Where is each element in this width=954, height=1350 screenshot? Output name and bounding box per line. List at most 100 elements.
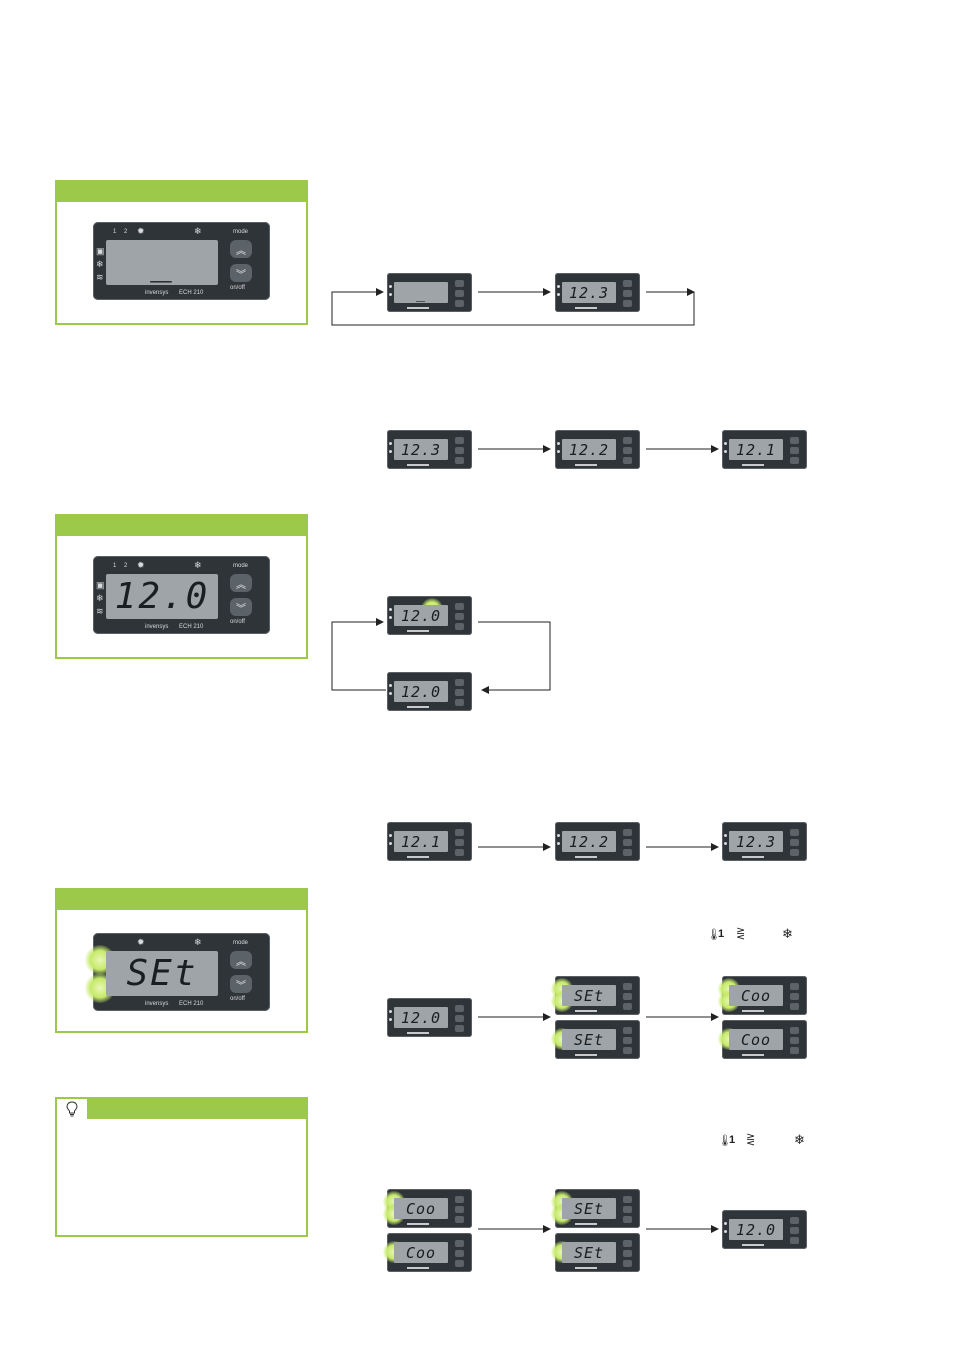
mini-controller: Coo: [718, 1020, 807, 1059]
sun-icon: ✹: [137, 560, 145, 570]
mini-led: [389, 442, 392, 445]
indicator-1: 1: [113, 229, 117, 235]
mini-brand: [575, 1267, 597, 1269]
mini-lcd: Coo: [729, 985, 783, 1006]
mode-label: mode: [233, 563, 249, 569]
mini-lcd: 12.3: [394, 439, 448, 460]
mini-key: [790, 1237, 799, 1244]
mini-lcd: Coo: [729, 1029, 783, 1050]
snowflake-icon: ❄: [194, 226, 202, 236]
mini-key: [455, 689, 464, 696]
mini-key: [790, 1027, 799, 1034]
controller-face: 1 2 ✹ ❄ ▣ ❄ ≋ _ mode ︽ ︾ on/off invensys…: [93, 222, 270, 300]
panel-display-set-menu: ✹ ❄ SEt mode ︽ ︾ on/off invensys ECH 210: [55, 888, 308, 1033]
mini-brand: [575, 1054, 597, 1056]
indicator-1: 1: [113, 563, 117, 569]
tip-icon-box: [57, 1099, 89, 1119]
mini-brand: [742, 464, 764, 466]
mini-brand: [407, 856, 429, 858]
mini-lcd-digits: Coo: [740, 1030, 772, 1049]
mini-key: [790, 829, 799, 836]
mini-key: [455, 1196, 464, 1203]
sun-icon: ✹: [137, 226, 145, 236]
mini-key: [623, 1206, 632, 1213]
lcd-digits: SEt: [126, 953, 198, 994]
mini-lcd: SEt: [562, 1198, 616, 1219]
mini-controller: 12.2: [555, 430, 640, 469]
mode-label: mode: [233, 940, 249, 946]
mini-lcd: 12.3: [729, 831, 783, 852]
mini-led: [389, 450, 392, 453]
lcd-digits: 12.0: [114, 576, 210, 617]
mini-key: [623, 983, 632, 990]
mini-key: [623, 829, 632, 836]
mini-key: [623, 280, 632, 287]
mini-lcd-digits: 12.3: [568, 283, 610, 302]
thermometer-icon: 🌡︎: [707, 929, 721, 941]
mini-key: [623, 1003, 632, 1010]
snowflake-icon: ❄: [194, 560, 202, 570]
mini-controller: Coo: [383, 1189, 472, 1228]
mini-key: [623, 1196, 632, 1203]
indicator-2: 2: [124, 563, 128, 569]
mini-brand: [575, 1010, 597, 1012]
mini-led: [724, 442, 727, 445]
controller-face: ✹ ❄ SEt mode ︽ ︾ on/off invensys ECH 210: [85, 933, 270, 1011]
mini-controller: 12.0: [387, 998, 472, 1037]
mini-brand: [407, 706, 429, 708]
down-button[interactable]: ︾: [230, 598, 252, 616]
brand-logo: invensys: [145, 290, 169, 296]
mini-key: [623, 1240, 632, 1247]
mini-brand: [575, 307, 597, 309]
mini-key: [623, 437, 632, 444]
mini-controller: SEt: [551, 976, 640, 1015]
mini-brand: [742, 856, 764, 858]
lcd-screen: SEt: [106, 951, 218, 996]
mini-lcd: 12.0: [394, 1007, 448, 1028]
up-button[interactable]: ︽: [230, 951, 252, 969]
mini-led: [557, 285, 560, 288]
mini-key: [623, 1250, 632, 1257]
up-button[interactable]: ︽: [230, 240, 252, 258]
mini-brand: [407, 1223, 429, 1225]
mini-key: [623, 1047, 632, 1054]
mini-key: [455, 1250, 464, 1257]
down-button[interactable]: ︾: [230, 264, 252, 282]
heat-icon: ≋: [96, 606, 104, 616]
mini-controller: 12.0: [722, 1210, 807, 1249]
heat-icon: ⋛: [736, 928, 746, 940]
mini-led: [389, 692, 392, 695]
mini-controller: 12.1: [722, 430, 807, 469]
mini-key: [623, 839, 632, 846]
panel-tip: [55, 1097, 308, 1237]
mini-lcd-digits: _: [415, 283, 427, 302]
mini-lcd-digits: Coo: [405, 1243, 437, 1262]
legend-number: 1: [718, 928, 725, 940]
mini-key: [455, 679, 464, 686]
mini-controller: Coo: [383, 1233, 472, 1272]
mini-led: [557, 450, 560, 453]
mini-key: [790, 1227, 799, 1234]
mini-brand: [575, 1223, 597, 1225]
mini-led: [389, 684, 392, 687]
mini-lcd-digits: 12.1: [735, 440, 777, 459]
mini-key: [455, 603, 464, 610]
mini-key: [790, 983, 799, 990]
mini-brand: [575, 464, 597, 466]
mini-lcd-digits: 12.0: [400, 1008, 442, 1027]
down-button[interactable]: ︾: [230, 975, 252, 993]
mini-key: [455, 1025, 464, 1032]
up-button[interactable]: ︽: [230, 574, 252, 592]
fan-icon: ▣: [96, 580, 105, 590]
panel-header: [57, 516, 306, 536]
mini-lcd: 12.0: [729, 1219, 783, 1240]
mini-led: [724, 834, 727, 837]
mini-lcd: 12.0: [394, 681, 448, 702]
panel-header: [57, 1099, 306, 1119]
panel-header: [57, 182, 306, 202]
mini-key: [623, 1216, 632, 1223]
mini-lcd-digits: SEt: [573, 1243, 605, 1262]
mini-lcd: SEt: [562, 985, 616, 1006]
legend-number: 1: [729, 1134, 736, 1146]
mini-controller: 12.2: [555, 822, 640, 861]
